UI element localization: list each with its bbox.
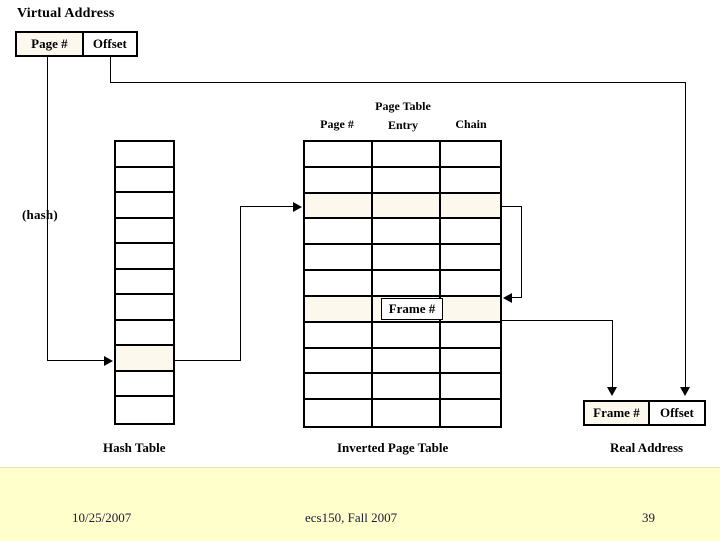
- footer-date: 10/25/2007: [72, 510, 132, 525]
- inverted-page-table-cell[interactable]: [373, 193, 441, 218]
- inverted-page-table-row[interactable]: [305, 167, 500, 194]
- chain-arrowhead: [503, 293, 512, 303]
- inverted-page-table-cell[interactable]: [373, 142, 441, 166]
- inverted-page-table-cell[interactable]: [441, 271, 500, 295]
- hash-to-ipt-horizontal-low: [175, 360, 240, 361]
- hash-table-row[interactable]: [116, 397, 173, 423]
- inverted-page-table-cell[interactable]: [373, 271, 441, 295]
- inverted-page-table-cell[interactable]: [305, 296, 373, 321]
- hash-table-row[interactable]: [116, 371, 173, 398]
- inverted-page-table-row[interactable]: [305, 322, 500, 349]
- inverted-page-table-row[interactable]: [305, 142, 500, 168]
- real-address-caption: Real Address: [610, 440, 684, 455]
- inverted-page-table-caption: Inverted Page Table: [337, 440, 449, 455]
- column-header-chain: Chain: [455, 117, 487, 131]
- inverted-page-table-row[interactable]: [305, 271, 500, 297]
- offset-connector-horizontal: [110, 82, 685, 83]
- hash-table-row[interactable]: [116, 346, 173, 372]
- inverted-page-table-cell[interactable]: [373, 167, 441, 192]
- inverted-page-table-cell[interactable]: [441, 348, 500, 373]
- frame-to-real-arrowhead: [607, 387, 617, 396]
- inverted-page-table-cell[interactable]: [373, 219, 441, 244]
- hash-function-label: (hash): [22, 207, 58, 222]
- column-header-page-table-entry-line2: Entry: [388, 118, 418, 132]
- offset-connector-drop: [110, 57, 111, 82]
- virtual-address-page-number-cell[interactable]: Page #: [17, 33, 82, 55]
- chain-connector-top: [502, 206, 522, 207]
- frame-to-real-horizontal: [502, 320, 613, 321]
- hash-table-row[interactable]: [116, 218, 173, 245]
- inverted-page-table-cell[interactable]: [305, 193, 373, 218]
- inverted-page-table-cell[interactable]: [373, 374, 441, 399]
- inverted-page-table-row[interactable]: [305, 193, 500, 220]
- hash-table-row[interactable]: [116, 244, 173, 270]
- hash-table-row[interactable]: [116, 295, 173, 321]
- inverted-page-table-cell[interactable]: [441, 400, 500, 426]
- offset-connector-vertical: [685, 82, 686, 387]
- hash-table-row[interactable]: [116, 142, 173, 168]
- inverted-page-table-cell[interactable]: [305, 400, 373, 426]
- hash-to-ipt-vertical: [240, 206, 241, 361]
- inverted-page-table-cell[interactable]: [441, 167, 500, 192]
- inverted-page-table-cell[interactable]: [305, 348, 373, 373]
- inverted-page-table-row[interactable]: [305, 245, 500, 272]
- inverted-page-table-cell[interactable]: [441, 322, 500, 347]
- offset-arrowhead: [680, 387, 690, 396]
- frame-number-tag: Frame #: [381, 298, 443, 320]
- virtual-address-box: Page # Offset: [15, 31, 138, 57]
- inverted-page-table-cell[interactable]: [305, 374, 373, 399]
- page-number-connector-vertical: [47, 57, 48, 361]
- real-address-box: Frame # Offset: [583, 400, 706, 426]
- inverted-page-table-cell[interactable]: [441, 219, 500, 244]
- chain-connector-bottom: [512, 297, 522, 298]
- hash-table: [114, 140, 175, 425]
- inverted-page-table-cell[interactable]: [373, 348, 441, 373]
- inverted-page-table-cell[interactable]: [441, 245, 500, 270]
- inverted-page-table-cell[interactable]: [305, 271, 373, 295]
- column-header-page-table-entry-line1: Page Table: [375, 99, 431, 113]
- hash-table-row[interactable]: [116, 193, 173, 219]
- inverted-page-table-row[interactable]: [305, 219, 500, 246]
- slide-footer: 10/25/2007 ecs150, Fall 2007 39: [0, 467, 720, 541]
- page-number-arrowhead: [104, 356, 113, 366]
- inverted-page-table-row[interactable]: [305, 374, 500, 401]
- inverted-page-table-cell[interactable]: [441, 142, 500, 166]
- inverted-page-table-cell[interactable]: [305, 142, 373, 166]
- real-address-frame-number-cell[interactable]: Frame #: [585, 402, 648, 424]
- inverted-page-table-cell[interactable]: [441, 374, 500, 399]
- hash-table-row[interactable]: [116, 167, 173, 194]
- page-number-connector-horizontal: [47, 360, 104, 361]
- inverted-page-table-cell[interactable]: [441, 193, 500, 218]
- frame-to-real-vertical: [612, 320, 613, 387]
- chain-connector-vertical: [521, 206, 522, 298]
- inverted-page-table-cell[interactable]: [305, 322, 373, 347]
- hash-to-ipt-arrowhead: [293, 202, 302, 212]
- column-header-page-number: Page #: [320, 117, 354, 131]
- footer-course: ecs150, Fall 2007: [305, 510, 398, 525]
- real-address-offset-cell[interactable]: Offset: [647, 402, 704, 424]
- inverted-page-table-row[interactable]: [305, 348, 500, 375]
- virtual-address-offset-cell[interactable]: Offset: [81, 33, 136, 55]
- inverted-page-table-cell[interactable]: [373, 400, 441, 426]
- inverted-page-table-cell[interactable]: [373, 322, 441, 347]
- footer-page-number: 39: [642, 510, 655, 525]
- inverted-page-table-cell[interactable]: [441, 296, 500, 321]
- hash-table-row[interactable]: [116, 269, 173, 296]
- hash-table-row[interactable]: [116, 320, 173, 347]
- hash-table-caption: Hash Table: [103, 440, 166, 455]
- inverted-page-table-diagram: Virtual Address Page # Offset (hash) Has…: [15, 6, 706, 455]
- hash-to-ipt-horizontal-high: [240, 206, 293, 207]
- inverted-page-table-cell[interactable]: [305, 219, 373, 244]
- inverted-page-table-row[interactable]: [305, 400, 500, 426]
- inverted-page-table: [303, 140, 502, 428]
- virtual-address-title: Virtual Address: [17, 6, 115, 21]
- inverted-page-table-cell[interactable]: [305, 167, 373, 192]
- inverted-page-table-cell[interactable]: [373, 245, 441, 270]
- inverted-page-table-cell[interactable]: [305, 245, 373, 270]
